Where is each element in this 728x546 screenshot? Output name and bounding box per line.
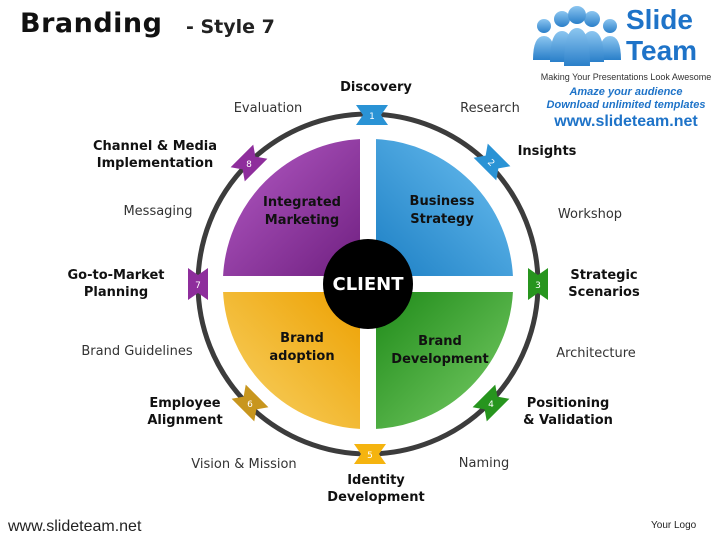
- label-evaluation: Evaluation: [233, 101, 303, 116]
- label-messaging: Messaging: [123, 204, 193, 219]
- slideteam-logo[interactable]: Slide Team Making Your Presentations Loo…: [524, 0, 728, 136]
- logo-line-download: Download unlimited templates: [546, 99, 706, 111]
- step-marker-7: 7: [188, 268, 208, 300]
- label-insights: Insights: [517, 144, 577, 159]
- step-marker-4: 4: [472, 384, 510, 422]
- people-icon: [533, 6, 621, 66]
- step-number-2: 2: [485, 158, 496, 169]
- logo-line-amaze: Amaze your audience: [569, 86, 683, 98]
- label-brand-guidelines: Brand Guidelines: [81, 344, 193, 359]
- label-vision-mission: Vision & Mission: [191, 457, 297, 472]
- step-number-1: 1: [369, 112, 375, 122]
- step-marker-8: 8: [230, 144, 268, 182]
- footer-url[interactable]: www.slideteam.net: [8, 518, 142, 535]
- label-positioning-validation: Positioning& Validation: [523, 396, 613, 428]
- label-research: Research: [460, 101, 520, 116]
- slide-subtitle: - Style 7: [186, 16, 275, 38]
- label-architecture: Architecture: [556, 346, 636, 361]
- logo-tagline: Making Your Presentations Look Awesome: [540, 72, 712, 82]
- label-discovery: Discovery: [340, 80, 412, 95]
- step-number-7: 7: [195, 281, 201, 291]
- logo-word-slide: Slide: [626, 4, 693, 35]
- step-marker-2: 2: [473, 143, 511, 181]
- quadrant-business-strategy: [374, 136, 516, 278]
- label-workshop: Workshop: [557, 207, 623, 222]
- step-number-5: 5: [367, 451, 373, 461]
- step-marker-5: 5: [354, 444, 386, 464]
- step-marker-6: 6: [231, 384, 269, 422]
- your-logo-placeholder: Your Logo: [651, 520, 697, 531]
- quadrant-integrated-marketing: [220, 136, 362, 278]
- logo-url[interactable]: www.slideteam.net: [554, 113, 698, 130]
- slide-title: Branding: [20, 8, 163, 39]
- logo-word-team: Team: [626, 35, 698, 66]
- step-marker-1: 1: [356, 105, 388, 125]
- step-number-8: 8: [246, 160, 252, 170]
- step-marker-3: 3: [528, 268, 548, 300]
- step-number-4: 4: [488, 400, 494, 410]
- client-center: CLIENT: [323, 239, 413, 329]
- label-naming: Naming: [458, 456, 510, 471]
- quadrant-brand-adoption: [220, 290, 362, 432]
- step-number-6: 6: [247, 400, 253, 410]
- quadrant-brand-development: [374, 290, 516, 432]
- step-number-3: 3: [535, 281, 541, 291]
